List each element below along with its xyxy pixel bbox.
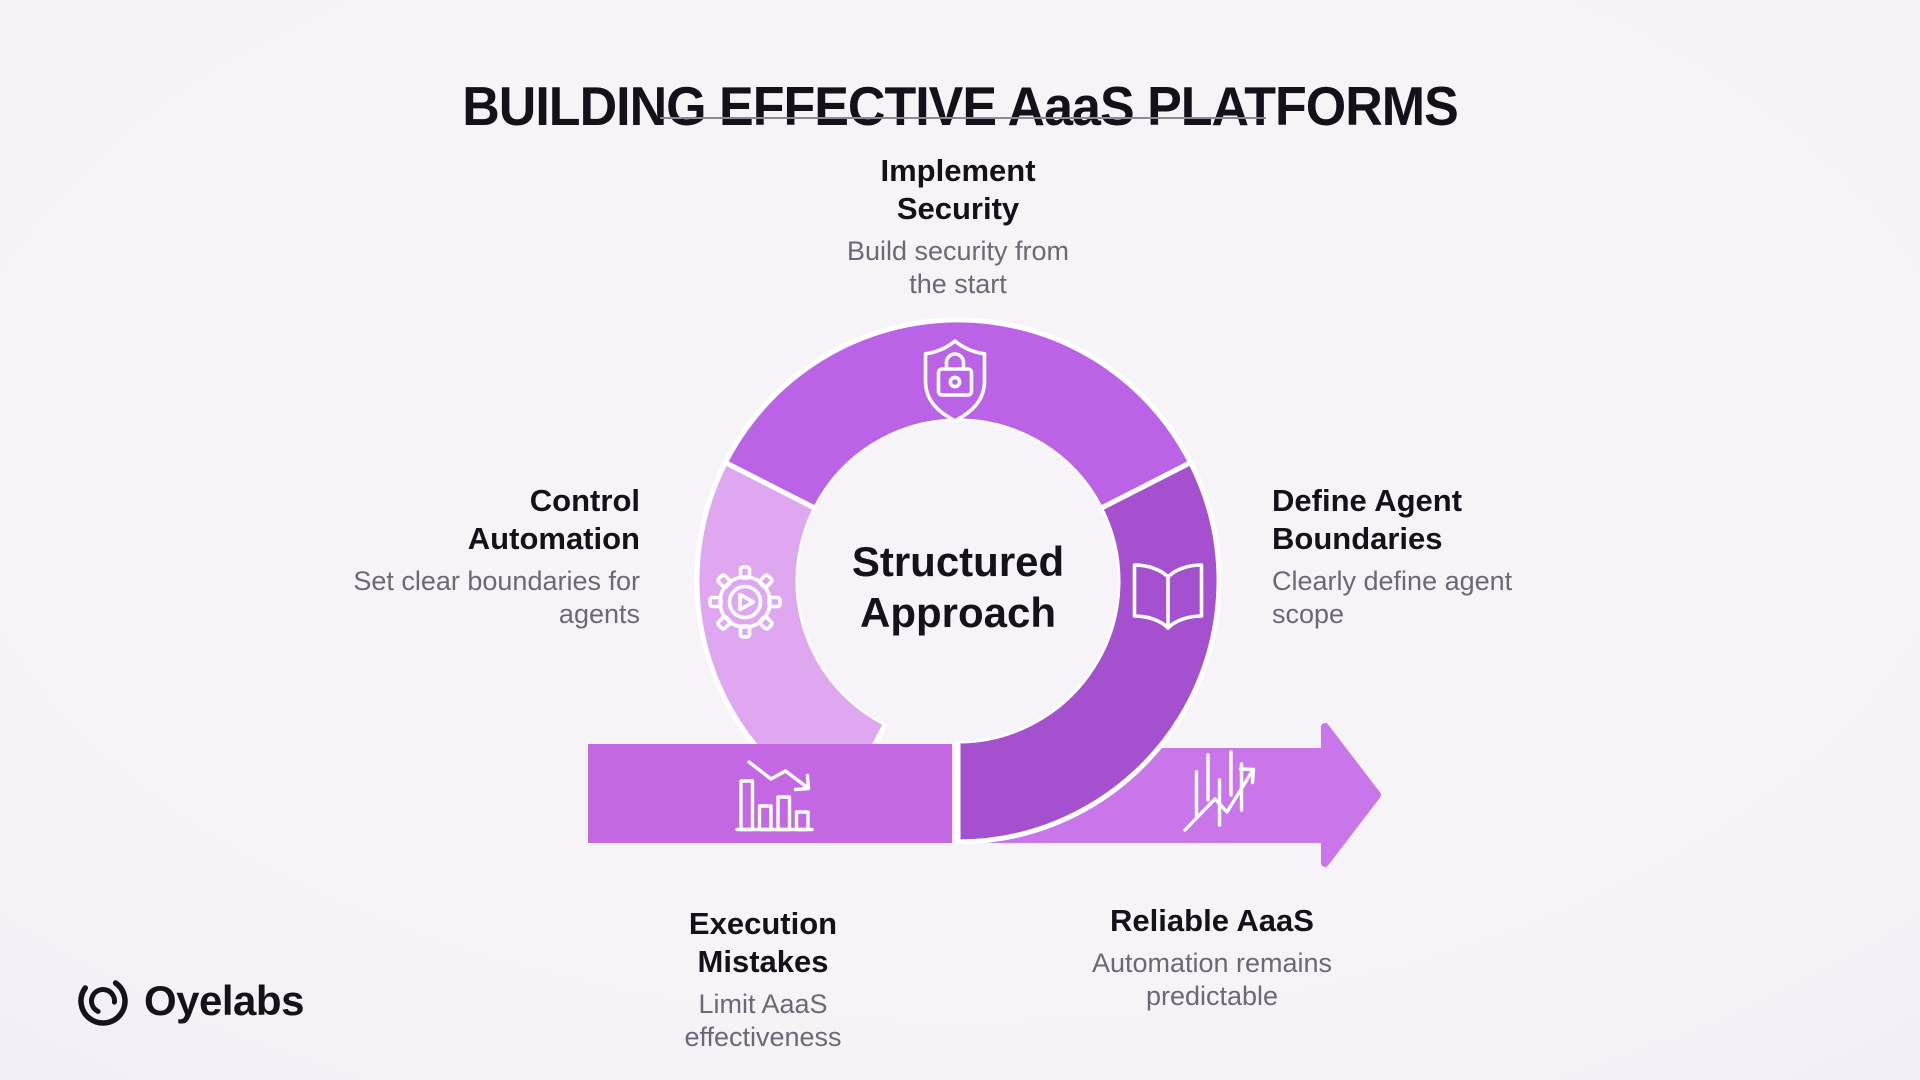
step-execution-mistakes: Execution Mistakes Limit AaaS effectiven… — [593, 905, 933, 1054]
shield-lock-icon — [923, 339, 987, 423]
step-description: Automation remains predictable — [1091, 948, 1333, 1011]
open-book-icon — [1132, 563, 1204, 630]
step-define-agent-boundaries: Define Agent Boundaries Clearly define a… — [1272, 482, 1622, 631]
step-title: Reliable AaaS — [1110, 903, 1314, 938]
step-description: Set clear boundaries for agents — [353, 566, 640, 629]
oyelabs-logo-icon — [78, 976, 128, 1026]
step-description: Clearly define agent scope — [1272, 566, 1513, 629]
title-underline — [660, 117, 1266, 119]
brand-name: Oyelabs — [144, 977, 304, 1024]
step-control-automation: Control Automation Set clear boundaries … — [290, 482, 640, 631]
step-title: Define Agent Boundaries — [1272, 483, 1463, 556]
center-circle — [798, 421, 1118, 741]
step-title: Implement Security — [880, 153, 1036, 226]
brand-footer: Oyelabs — [74, 972, 304, 1030]
center-label: Structured Approach — [851, 538, 1065, 636]
step-description: Limit AaaS effectiveness — [684, 989, 842, 1052]
step-description: Build security from the start — [846, 236, 1070, 299]
gear-play-icon — [708, 565, 782, 639]
trend-up-icon — [1183, 750, 1256, 832]
step-title: Control Automation — [467, 483, 640, 556]
step-title: Execution Mistakes — [688, 906, 838, 979]
bar-chart-down-icon — [735, 760, 814, 832]
step-implement-security: Implement Security Build security from t… — [758, 152, 1158, 301]
page-title: BUILDING EFFECTIVE AaaS PLATFORMS — [462, 76, 1459, 138]
step-reliable-aaas: Reliable AaaS Automation remains predict… — [1032, 902, 1392, 1013]
